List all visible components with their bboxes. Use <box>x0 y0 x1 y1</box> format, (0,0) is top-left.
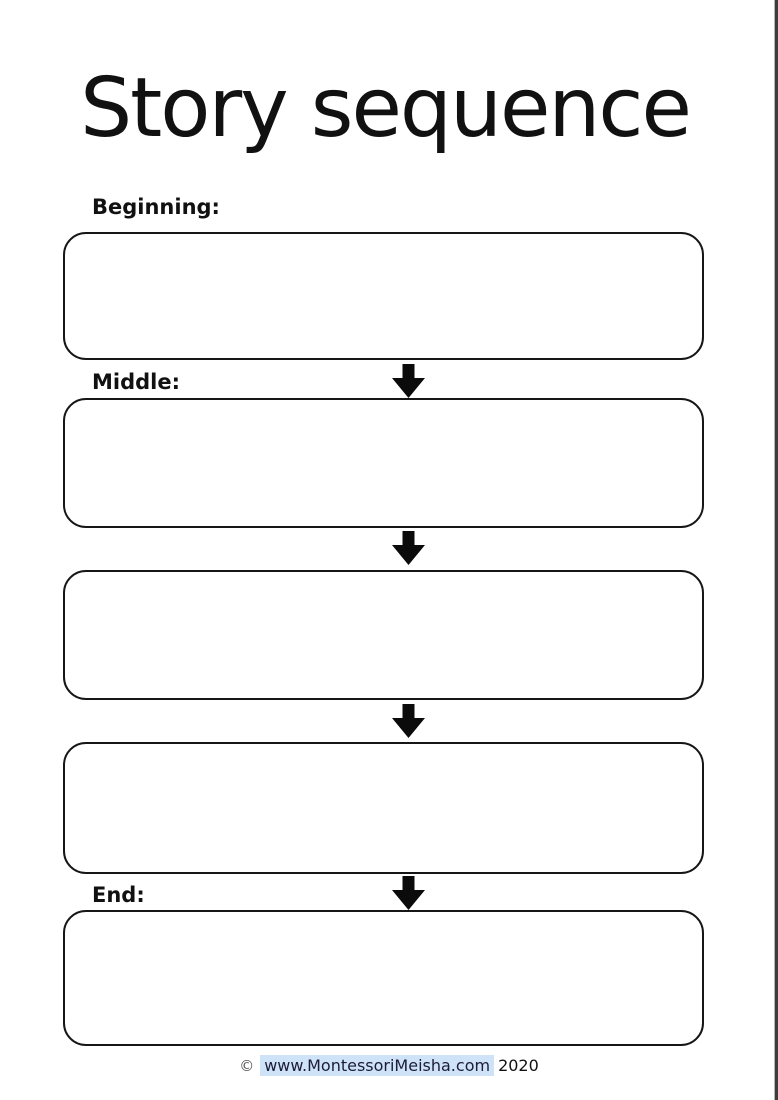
label-middle: Middle: <box>92 370 180 394</box>
page-right-edge <box>774 0 778 1100</box>
middle-writing-box-1 <box>63 398 704 528</box>
down-arrow-icon <box>392 531 425 565</box>
worksheet-title: Story sequence <box>80 61 692 156</box>
middle-writing-box-2 <box>63 570 704 700</box>
label-end: End: <box>92 883 145 907</box>
down-arrow-icon <box>392 704 425 738</box>
footer-year: 2020 <box>498 1056 539 1075</box>
end-writing-box <box>63 910 704 1046</box>
copyright-symbol: © <box>239 1057 255 1075</box>
label-beginning: Beginning: <box>92 195 220 219</box>
down-arrow-icon <box>392 364 425 398</box>
down-arrow-icon <box>392 876 425 910</box>
middle-writing-box-3 <box>63 742 704 874</box>
footer-website-link[interactable]: www.MontessoriMeisha.com <box>260 1055 495 1076</box>
beginning-writing-box <box>63 232 704 360</box>
